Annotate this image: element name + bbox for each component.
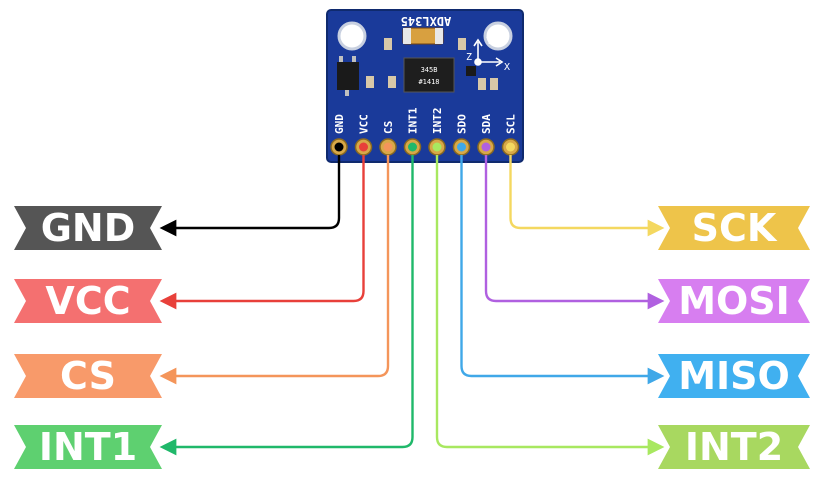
pin-header: GND VCC CS INT1 INT2 SDO SDA SCL: [330, 107, 520, 156]
axis-x-label: X: [504, 62, 510, 73]
pin-label-sdo: SDO: [456, 114, 469, 134]
smd-resistor: [388, 76, 396, 88]
wire-scl: [509, 155, 665, 237]
wire-gnd: [159, 155, 341, 237]
pin-hole-scl: [506, 142, 515, 152]
signal-ribbon-left-vcc: [14, 279, 162, 323]
pin-label-scl: SCL: [505, 114, 518, 134]
wires: [159, 155, 665, 456]
signal-label-right-int2: INT2: [685, 425, 783, 469]
signal-label-left-int1: INT1: [39, 425, 137, 469]
signal-ribbon-right-sdo: [658, 354, 810, 398]
wire-sdo: [460, 155, 665, 385]
voltage-regulator: [337, 62, 359, 90]
pin-label-gnd: GND: [333, 114, 346, 134]
wire-int2: [435, 155, 665, 456]
pin-label-cs: CS: [382, 121, 395, 134]
signal-label-right-sdo: MISO: [678, 354, 790, 398]
axis-z-label: Z: [466, 52, 472, 63]
pin-label-int1: INT1: [407, 107, 420, 134]
wire-sda: [484, 155, 665, 310]
svg-text:#1418: #1418: [418, 78, 439, 86]
signal-ribbon-left-cs: [14, 354, 162, 398]
pin-label-int2: INT2: [431, 108, 444, 135]
signal-label-right-sda: MOSI: [678, 279, 790, 323]
signal-label-left-gnd: GND: [41, 206, 136, 250]
smd-resistor: [458, 38, 466, 50]
signal-labels: GND VCC CS INT1 SCK MOSI MISO INT2: [14, 206, 810, 469]
signal-label-right-scl: SCK: [692, 206, 778, 250]
pin-hole-int2: [432, 142, 442, 152]
signal-ribbon-left-gnd: [14, 206, 162, 250]
smd-part: [466, 66, 476, 76]
mounting-hole-left: [337, 21, 367, 51]
pin-hole-gnd: [334, 142, 344, 152]
smd-resistor: [490, 78, 498, 90]
pin-hole-sdo: [457, 142, 466, 152]
adxl345-chip: [403, 57, 455, 93]
mounting-hole-right: [483, 21, 513, 51]
svg-text:345B: 345B: [421, 66, 438, 74]
smd-resistor: [384, 38, 392, 50]
pin-hole-int1: [408, 142, 417, 152]
signal-label-left-vcc: VCC: [45, 279, 130, 323]
pin-hole-sda: [481, 142, 491, 152]
adxl345-board: ADXL345 345B #1418 Y X Z: [326, 9, 524, 163]
wire-vcc: [159, 155, 365, 310]
smd-resistor: [478, 78, 486, 90]
pin-hole-vcc: [359, 142, 368, 152]
signal-ribbon-right-scl: [658, 206, 810, 250]
axis-y-label: Y: [486, 36, 492, 47]
pin-label-vcc: VCC: [358, 114, 371, 134]
wire-cs: [159, 155, 390, 385]
chip-label: ADXL345: [401, 14, 452, 28]
smd-resistor: [366, 76, 374, 88]
signal-ribbon-right-sda: [658, 279, 810, 323]
axis-indicator: [473, 38, 504, 67]
signal-ribbon-right-int2: [658, 425, 810, 469]
signal-label-left-cs: CS: [60, 354, 116, 398]
pin-hole-cs: [383, 142, 393, 152]
wire-int1: [159, 155, 414, 456]
signal-ribbon-left-int1: [14, 425, 162, 469]
pin-label-sda: SDA: [480, 114, 493, 134]
